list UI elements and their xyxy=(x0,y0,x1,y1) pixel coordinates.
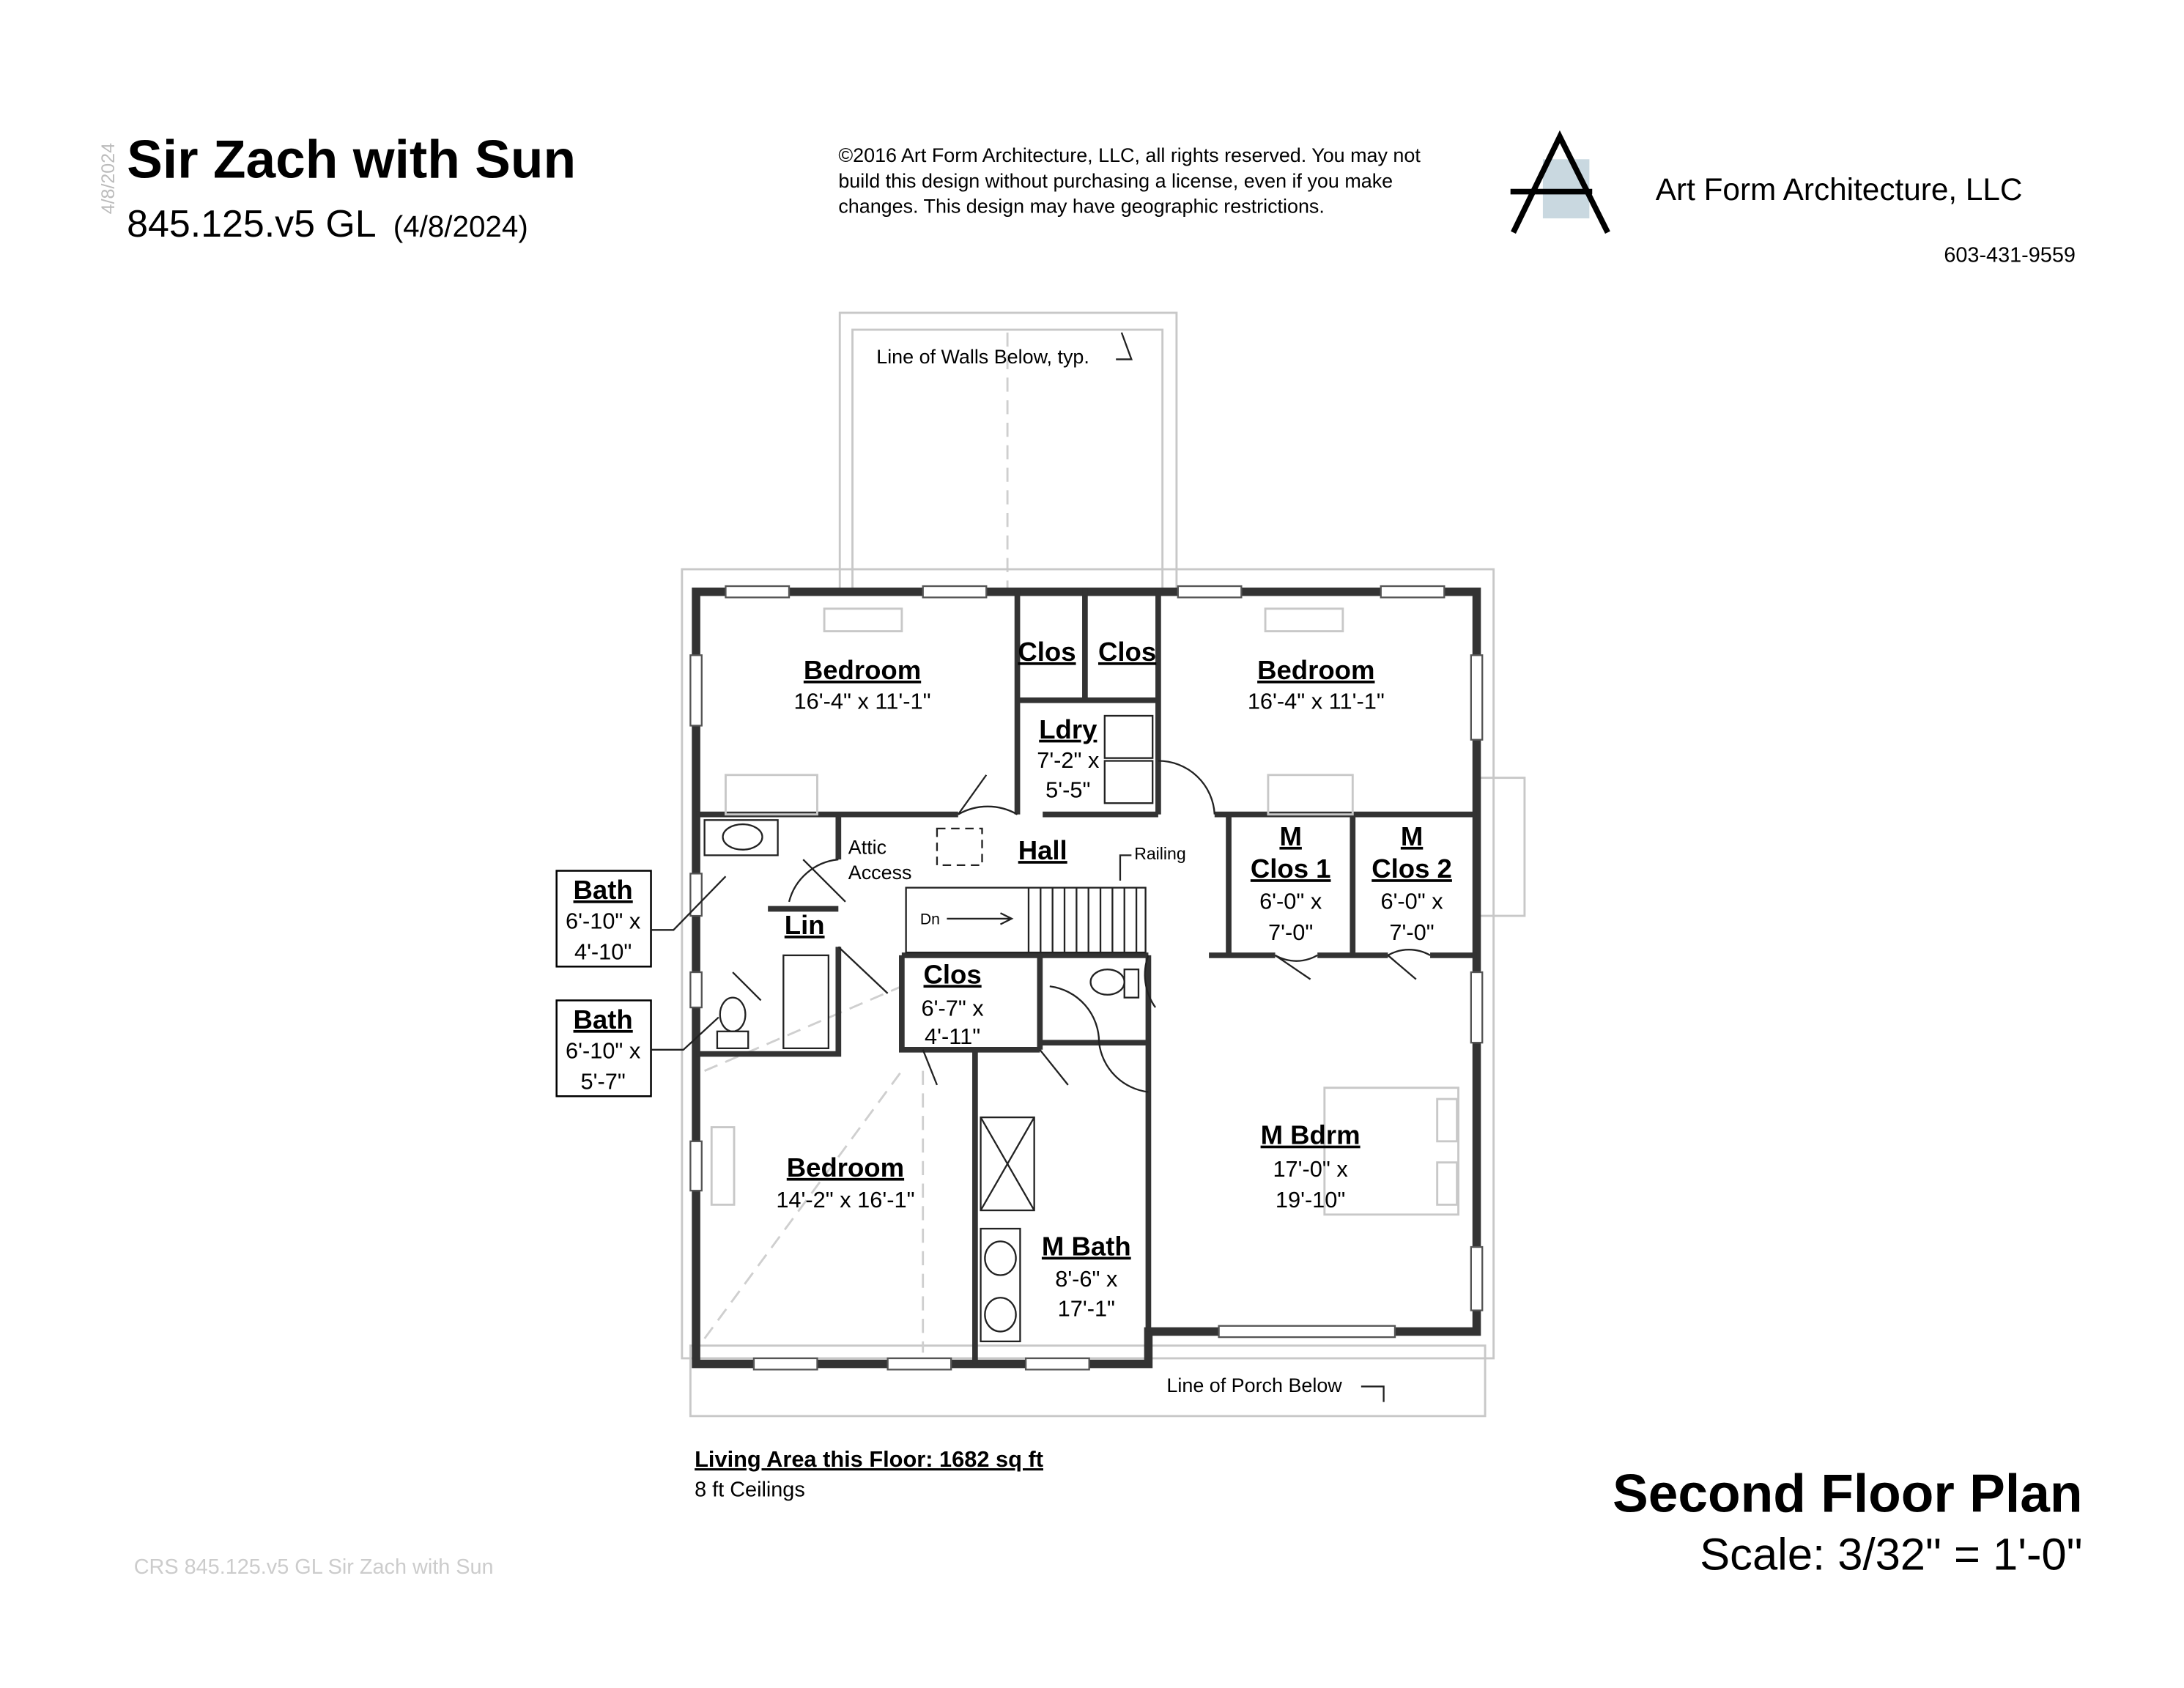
room-label-bath-1: Bath xyxy=(574,875,633,905)
room-label-m-bath: M Bath xyxy=(1042,1232,1131,1262)
room-label-m-clos-1-a: M xyxy=(1279,821,1301,851)
room-label-bedroom-nw: Bedroom xyxy=(804,655,921,685)
room-label-bath-2: Bath xyxy=(574,1004,633,1034)
watermark: CRS 845.125.v5 GL Sir Zach with Sun xyxy=(134,1555,494,1579)
railing-leader xyxy=(1119,854,1132,881)
room-label-ldry: Ldry xyxy=(1039,714,1097,744)
room-dims-clos-c-2: 4'-11" xyxy=(925,1023,980,1049)
bath-2-callout-box xyxy=(555,999,652,1097)
room-dims-m-bdrm-2: 19'-10" xyxy=(1276,1187,1345,1213)
bath-1-callout-box xyxy=(555,870,652,968)
windows xyxy=(689,585,1484,1371)
attic-note-2: Access xyxy=(848,862,912,884)
room-dims-m-bath-2: 17'-1" xyxy=(1058,1295,1115,1321)
room-label-m-clos-2-a: M xyxy=(1401,821,1423,851)
living-area: Living Area this Floor: 1682 sq ft xyxy=(695,1446,1043,1472)
room-dims-bedroom-ne: 16'-4" x 11'-1" xyxy=(1248,688,1385,714)
company-phone: 603-431-9559 xyxy=(1944,244,2076,267)
bath-fixtures xyxy=(703,714,1154,1343)
room-dims-m-clos-2-1: 6'-0" x xyxy=(1380,888,1443,914)
room-label-m-clos-1-b: Clos 1 xyxy=(1251,854,1331,884)
stairs xyxy=(905,886,1147,954)
room-label-m-bdrm: M Bdrm xyxy=(1261,1120,1361,1150)
copyright-line-1: ©2016 Art Form Architecture, LLC, all ri… xyxy=(838,144,1421,166)
room-dims-bath-2-2: 5'-7" xyxy=(581,1069,626,1095)
room-dims-ldry-1: 7'-2" x xyxy=(1037,747,1100,773)
walls-below-leader xyxy=(1116,332,1133,360)
room-dims-bedroom-sw: 14'-2" x 16'-1" xyxy=(776,1187,914,1213)
plan-id: 845.125.v5 GL(4/8/2024) xyxy=(127,203,528,245)
room-label-clos-b: Clos xyxy=(1098,637,1156,667)
stairs-dn: Dn xyxy=(920,911,940,928)
attic-hatch xyxy=(936,827,983,867)
interior-walls xyxy=(696,588,1477,1364)
room-label-bedroom-ne: Bedroom xyxy=(1257,655,1374,685)
porch-below-leader xyxy=(1361,1385,1385,1402)
room-dims-m-clos-1-2: 7'-0" xyxy=(1268,919,1313,945)
company-logo xyxy=(1510,130,1610,234)
room-dims-bath-1-2: 4'-10" xyxy=(574,939,632,965)
fixtures xyxy=(710,607,1459,1216)
room-label-clos-c: Clos xyxy=(924,959,982,989)
room-label-m-clos-2-b: Clos 2 xyxy=(1372,854,1452,884)
room-dims-bath-1-1: 6'-10" x xyxy=(566,908,641,933)
side-date: 4/8/2024 xyxy=(98,143,119,214)
bath-2-leader xyxy=(651,1016,719,1051)
room-label-lin: Lin xyxy=(785,910,825,940)
room-dims-m-bdrm-1: 17'-0" x xyxy=(1273,1156,1348,1182)
plan-scale: Scale: 3/32" = 1'-0" xyxy=(1700,1529,2082,1580)
room-label-hall: Hall xyxy=(1018,835,1067,865)
company-name: Art Form Architecture, LLC xyxy=(1656,172,2023,207)
copyright-line-3: changes. This design may have geographic… xyxy=(838,195,1325,217)
room-dims-m-clos-1-1: 6'-0" x xyxy=(1259,888,1322,914)
railing-note: Railing xyxy=(1134,844,1186,863)
room-label-bedroom-sw: Bedroom xyxy=(787,1152,904,1182)
walls-below-note: Line of Walls Below, typ. xyxy=(876,346,1089,368)
room-dims-ldry-2: 5'-5" xyxy=(1045,777,1090,803)
room-dims-m-bath-1: 8'-6" x xyxy=(1055,1266,1118,1292)
plan-name-title: Sir Zach with Sun xyxy=(127,130,576,189)
plan-title: Second Floor Plan xyxy=(1613,1465,2083,1524)
porch-below-note: Line of Porch Below xyxy=(1166,1374,1342,1396)
bath-1-leader xyxy=(651,876,727,931)
room-dims-bath-2-1: 6'-10" x xyxy=(566,1037,641,1063)
doors xyxy=(732,760,1431,1093)
room-dims-m-clos-2-2: 7'-0" xyxy=(1389,919,1434,945)
attic-note-1: Attic xyxy=(848,836,886,858)
room-label-clos-a: Clos xyxy=(1018,637,1076,667)
ceiling-height: 8 ft Ceilings xyxy=(695,1478,805,1501)
room-dims-bedroom-nw: 16'-4" x 11'-1" xyxy=(794,688,931,714)
room-dims-clos-c-1: 6'-7" x xyxy=(922,996,985,1021)
copyright-line-2: build this design without purchasing a l… xyxy=(838,170,1393,192)
